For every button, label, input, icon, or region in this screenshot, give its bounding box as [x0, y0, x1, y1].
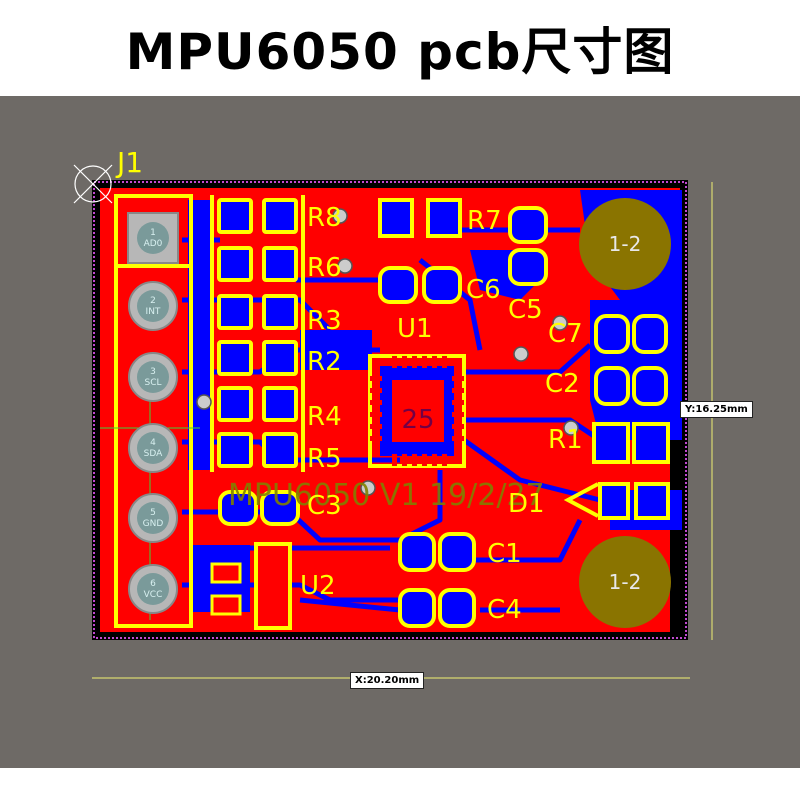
- pcb-diagram: J1 1 AD0 2 INT 3 SCL: [73, 146, 713, 679]
- pin-1-hole: [137, 222, 169, 254]
- r7-pads: [378, 198, 462, 238]
- label-c5: C5: [508, 295, 543, 325]
- label-c3: C3: [307, 491, 342, 521]
- u1-pad-label: 25: [401, 405, 434, 435]
- bottom-margin: [0, 768, 800, 800]
- u1-thermal-pad: [392, 380, 444, 442]
- board-version-text: MPU6050 V1 19/2/27: [228, 478, 545, 513]
- pin-2-name: INT: [146, 307, 161, 317]
- header-pins: 1 AD0 2 INT 3 SCL 4 SDA 5 GND 6 VCC: [127, 212, 179, 614]
- pin-5-hole: [137, 502, 169, 534]
- mounting-hole-top: [579, 198, 671, 290]
- label-r5: R5: [307, 444, 342, 474]
- pin-3-hole: [137, 361, 169, 393]
- mounting-hole-top-label: 1-2: [609, 232, 642, 256]
- connector-label: J1: [115, 146, 143, 179]
- d1-diode: [563, 482, 670, 520]
- label-u1: U1: [397, 314, 433, 344]
- label-r8: R8: [307, 203, 342, 233]
- mounting-holes: 1-2 1-2: [579, 198, 671, 628]
- u1-pins: [370, 356, 464, 466]
- u1-chip: 25: [368, 354, 466, 468]
- label-c1: C1: [487, 539, 522, 569]
- j1-origin-crosshair: [73, 164, 113, 204]
- pin-3-name: SCL: [144, 378, 161, 388]
- page-title: MPU6050 pcb尺寸图: [125, 23, 675, 81]
- label-u2: U2: [300, 571, 336, 601]
- pin-4-number: 4: [150, 438, 156, 448]
- label-c6: C6: [466, 275, 501, 305]
- x-dimension-label: X:20.20mm: [350, 672, 425, 689]
- pin-6-hole: [137, 573, 169, 605]
- c3-pads: [218, 490, 300, 526]
- pin-4-hole: [137, 432, 169, 464]
- c1-c4-pads: [398, 532, 476, 628]
- resistor-array-outline: [210, 195, 305, 472]
- vias: [196, 208, 579, 496]
- label-r4: R4: [307, 402, 342, 432]
- c5-pads: [508, 206, 548, 286]
- label-r6: R6: [307, 253, 342, 283]
- u2-regulator: [210, 542, 292, 630]
- label-c2: C2: [545, 369, 580, 399]
- pin-6-name: VCC: [144, 590, 163, 600]
- pin-4-name: SDA: [144, 449, 163, 459]
- pin-5-name: GND: [143, 519, 164, 529]
- pcb-view: J1 1 AD0 2 INT 3 SCL: [0, 96, 800, 768]
- pin-2-hole: [137, 290, 169, 322]
- header-silkscreen: [114, 194, 193, 628]
- pin-1-number: 1: [150, 228, 156, 238]
- resistor-array: [217, 198, 298, 468]
- y-dimension-label: Y:16.25mm: [680, 401, 753, 418]
- mounting-hole-bottom: [579, 536, 671, 628]
- label-d1: D1: [508, 489, 545, 519]
- pin-3-number: 3: [150, 367, 156, 377]
- label-r2: R2: [307, 347, 342, 377]
- label-c7: C7: [548, 319, 583, 349]
- label-r1: R1: [548, 425, 583, 455]
- pin-2-number: 2: [150, 296, 156, 306]
- right-pads: [592, 314, 670, 464]
- pin-1-name: AD0: [144, 239, 163, 249]
- pin-6-number: 6: [150, 579, 156, 589]
- label-r3: R3: [307, 306, 342, 336]
- mounting-hole-bottom-label: 1-2: [609, 570, 642, 594]
- label-c4: C4: [487, 595, 522, 625]
- c6-pads: [378, 266, 462, 304]
- designator-labels: R8 R6 R3 R2 R4 R5 R7 C6 C5 C7 C2 R1 U1 C…: [300, 203, 583, 625]
- label-r7: R7: [467, 206, 502, 236]
- pin-5-number: 5: [150, 508, 156, 518]
